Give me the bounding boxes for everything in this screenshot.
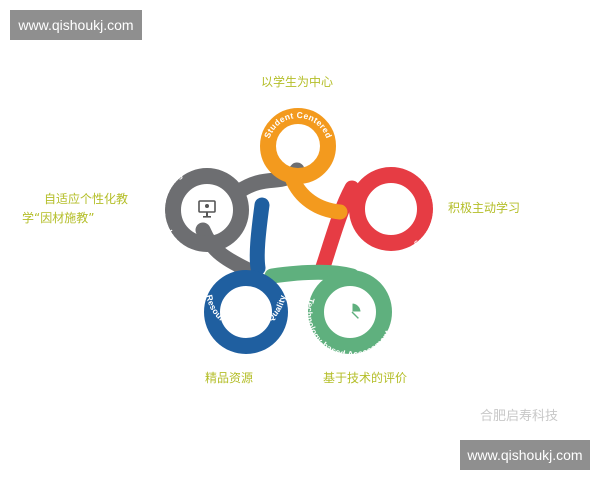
loop-assessment <box>308 270 392 354</box>
bar-chart-icon <box>374 199 394 217</box>
loop-resources <box>204 270 288 354</box>
ribbon-resources <box>249 197 270 276</box>
label-adaptive-teaching-zh-line2: 学“因材施教” <box>22 211 95 225</box>
label-motivated-learning-zh: 积极主动学习 <box>448 201 521 215</box>
monitor-icon <box>198 200 216 218</box>
puzzle-icon <box>233 302 251 320</box>
label-assessment-zh: 基于技术的评价 <box>323 371 408 385</box>
watermark-top: www.qishoukj.com <box>10 10 142 40</box>
loop-motivated <box>349 167 433 251</box>
person-icon <box>288 137 308 153</box>
pie-chart-icon <box>343 302 362 321</box>
rim-label-student: Student Centered <box>262 110 334 140</box>
loop-student <box>260 108 336 184</box>
label-resources-zh: 精品资源 <box>205 371 254 385</box>
weibo-credit: 合肥启寿科技 <box>480 409 559 424</box>
label-student-centered-zh: 以学生为中心 <box>261 75 334 89</box>
label-adaptive-teaching-zh-line1: 自适应个性化教 <box>44 192 129 206</box>
loop-adaptive <box>165 168 249 252</box>
watermark-bottom: www.qishoukj.com <box>460 440 590 470</box>
ribbon-motivated <box>314 180 360 278</box>
